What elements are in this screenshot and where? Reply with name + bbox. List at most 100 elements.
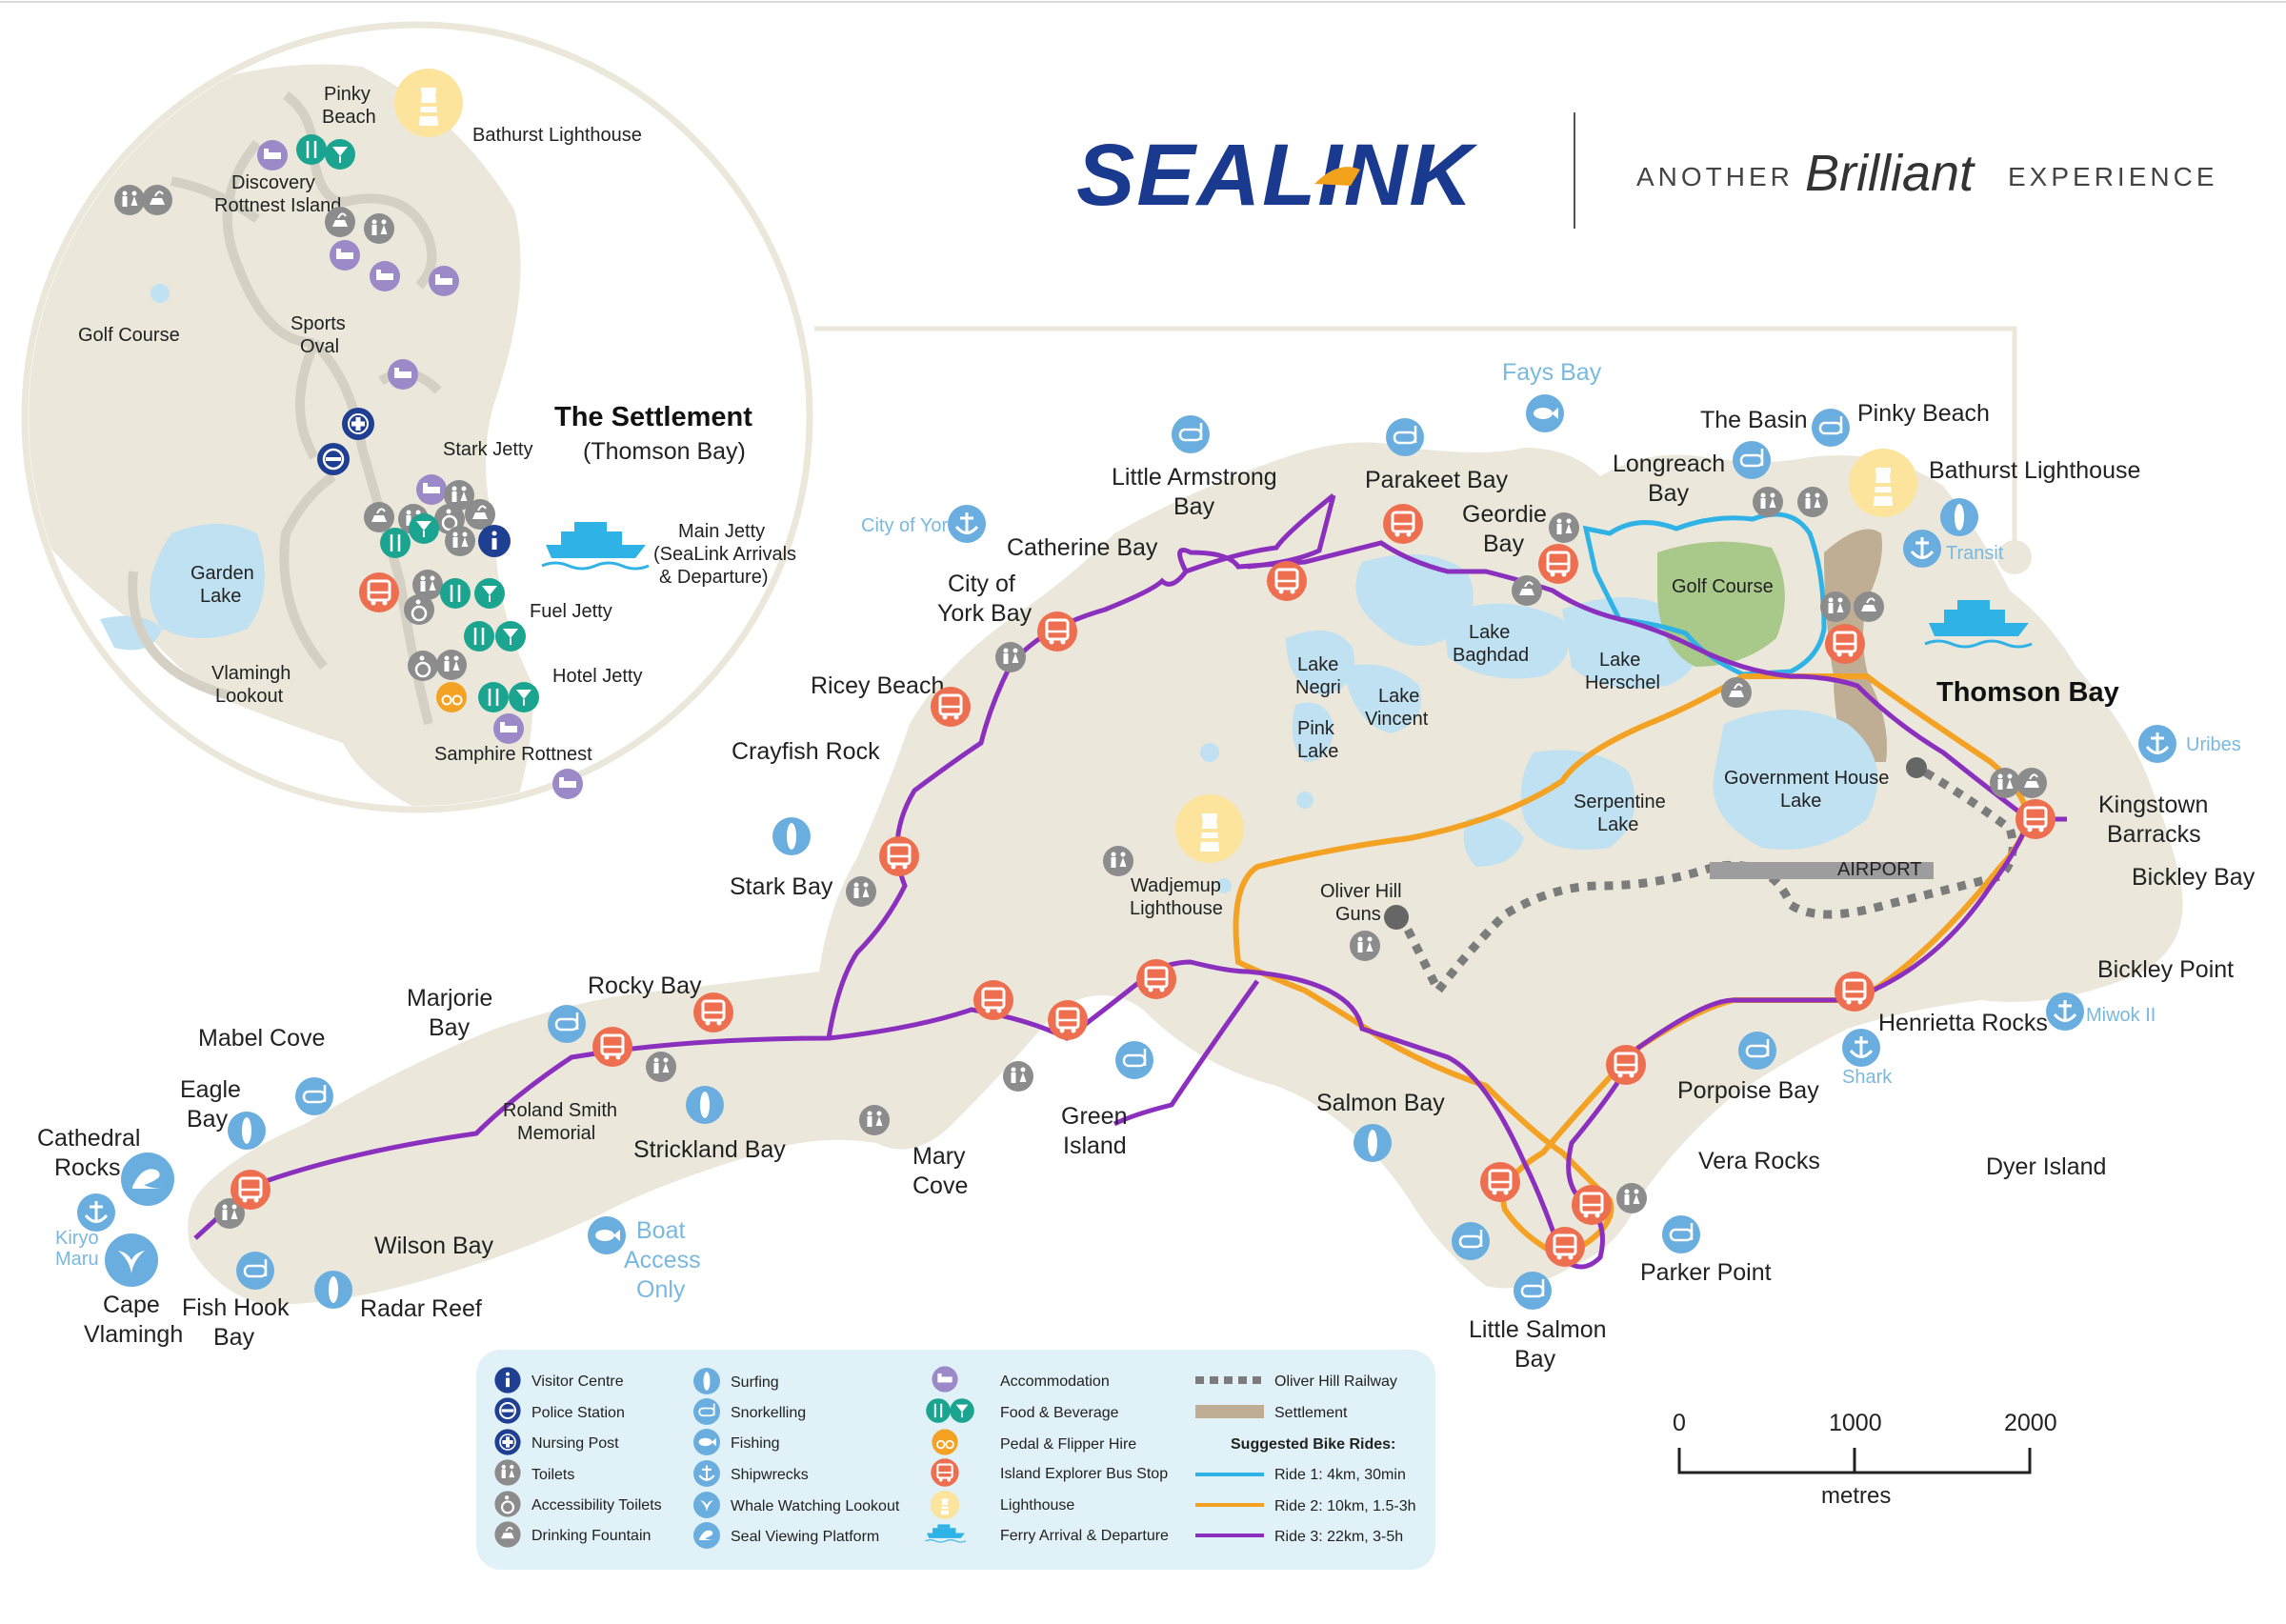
- bus-stop-icon: [877, 834, 921, 878]
- place-label: Uribes: [2186, 734, 2241, 755]
- place-label: Bickley Point: [2097, 956, 2234, 983]
- legend-label: Surfing: [731, 1374, 779, 1391]
- accommodation-icon: [257, 140, 288, 170]
- drink-icon: [324, 138, 356, 170]
- place-label: Lake: [1599, 650, 1640, 671]
- surfing-icon: [1354, 1124, 1392, 1162]
- place-label: Dyer Island: [1986, 1153, 2106, 1180]
- place-label: Maru: [55, 1249, 99, 1270]
- sealink-logo: SEALINK: [1076, 127, 1478, 224]
- ride-3-route: [193, 493, 2067, 1270]
- legend-label: Food & Beverage: [1000, 1405, 1119, 1421]
- police-station-icon: [315, 441, 351, 477]
- scale-tick: 0: [1673, 1410, 1686, 1436]
- inset-label: Garden: [190, 563, 254, 584]
- shipwreck-icon: [2136, 723, 2178, 765]
- place-label: Transit: [1946, 543, 2004, 564]
- surfing-icon: [314, 1271, 352, 1309]
- visitor-centre-icon: [478, 525, 511, 557]
- lighthouse-icon: [1175, 794, 1244, 863]
- place-label: Parker Point: [1640, 1259, 1772, 1286]
- place-label: City of York: [861, 515, 958, 536]
- bus-stop-icon: [1046, 998, 1090, 1042]
- place-label: AIRPORT: [1837, 859, 1922, 880]
- place-label: Memorial: [517, 1123, 595, 1144]
- bike-hire-icon: [931, 1428, 959, 1456]
- whale-watching-icon: [693, 1492, 720, 1518]
- place-label: Negri: [1295, 677, 1341, 698]
- legend: Visitor Centre Police Station Nursing Po…: [476, 1350, 1435, 1570]
- surfing-icon: [686, 1086, 724, 1124]
- snorkel-icon: [1170, 413, 1212, 455]
- bus-stop-icon: [1570, 1183, 1614, 1227]
- seal-viewing-icon: [693, 1522, 720, 1549]
- airport-runway: [1710, 862, 1934, 879]
- place-label: Wadjemup: [1131, 875, 1221, 896]
- oliver-hill-railway: [1395, 768, 2017, 999]
- place-label: Lake: [1297, 741, 1338, 762]
- legend-label: Ride 3: 22km, 3-5h: [1274, 1529, 1403, 1545]
- bus-stop-icon: [229, 1168, 272, 1212]
- nursing-post-icon: [341, 407, 375, 441]
- bus-stop-icon: [2014, 797, 2057, 841]
- toilet-icon: [436, 650, 467, 680]
- legend-label: Pedal & Flipper Hire: [1000, 1436, 1136, 1453]
- place-label: Serpentine: [1574, 792, 1666, 812]
- accommodation-icon: [429, 266, 459, 296]
- inset-label: (SeaLink Arrivals: [653, 544, 796, 565]
- inset-label: Beach: [322, 107, 376, 128]
- legend-rides-title: Suggested Bike Rides:: [1231, 1436, 1395, 1453]
- place-label: Bay: [1514, 1346, 1556, 1373]
- bus-stop-icon: [1265, 559, 1309, 603]
- drink-icon: [508, 681, 540, 713]
- inset-label: Main Jetty: [678, 521, 765, 542]
- surfing-icon: [693, 1368, 720, 1394]
- legend-label: Whale Watching Lookout: [731, 1498, 900, 1514]
- food-icon: [438, 576, 472, 611]
- place-label: Eagle: [180, 1076, 241, 1103]
- legend-label: Oliver Hill Railway: [1274, 1373, 1397, 1390]
- bus-stop-icon: [1035, 610, 1079, 653]
- bus-stop-icon: [1604, 1043, 1648, 1087]
- legend-label: Toilets: [531, 1467, 574, 1483]
- whale-watching-icon: [105, 1233, 158, 1287]
- place-label: Crayfish Rock: [732, 738, 880, 765]
- place-label: Green: [1061, 1103, 1127, 1130]
- settlement-inset: [21, 21, 813, 813]
- toilet-icon: [445, 526, 475, 556]
- food-icon: [294, 132, 329, 167]
- inset-label: Fuel Jetty: [530, 601, 612, 622]
- inset-label: Samphire Rottnest: [434, 744, 592, 765]
- place-label: Marjorie: [407, 985, 492, 1012]
- bus-stop-icon: [357, 571, 401, 614]
- toilet-icon: [1616, 1183, 1647, 1213]
- place-label: Catherine Bay: [1007, 534, 1158, 561]
- visitor-centre-icon: [494, 1367, 521, 1393]
- fountain-icon: [2015, 767, 2048, 799]
- place-label: Vincent: [1365, 709, 1429, 730]
- place-label: Cape: [103, 1292, 160, 1318]
- bus-stop-icon: [972, 978, 1015, 1022]
- brand-header: SEALINK ANOTHER Brilliant EXPERIENCE: [1076, 112, 2215, 229]
- place-label: Island: [1063, 1133, 1127, 1159]
- ride-1-route: [1582, 511, 1827, 677]
- place-label: Longreach: [1613, 451, 1725, 477]
- legend-label: Accessibility Toilets: [531, 1497, 662, 1514]
- inset-connector: [814, 326, 2017, 552]
- bus-stop-icon: [591, 1025, 634, 1069]
- toilet-icon: [1350, 931, 1380, 961]
- place-label: Ricey Beach: [811, 672, 944, 699]
- place-label: Little Armstrong: [1112, 464, 1277, 491]
- shipwreck-icon: [946, 503, 988, 545]
- place-label: Porpoise Bay: [1677, 1077, 1819, 1104]
- place-label: Rocky Bay: [588, 972, 702, 999]
- place-label: Boat: [636, 1217, 685, 1244]
- place-label: Guns: [1335, 904, 1381, 925]
- toilet-icon: [1003, 1061, 1033, 1092]
- snorkel-icon: [293, 1075, 335, 1117]
- inset-label: Hotel Jetty: [552, 666, 642, 687]
- place-label: Parakeet Bay: [1365, 467, 1509, 493]
- legend-label: Island Explorer Bus Stop: [1000, 1466, 1168, 1482]
- snorkel-icon: [1113, 1039, 1155, 1081]
- place-label: Shark: [1842, 1067, 1893, 1088]
